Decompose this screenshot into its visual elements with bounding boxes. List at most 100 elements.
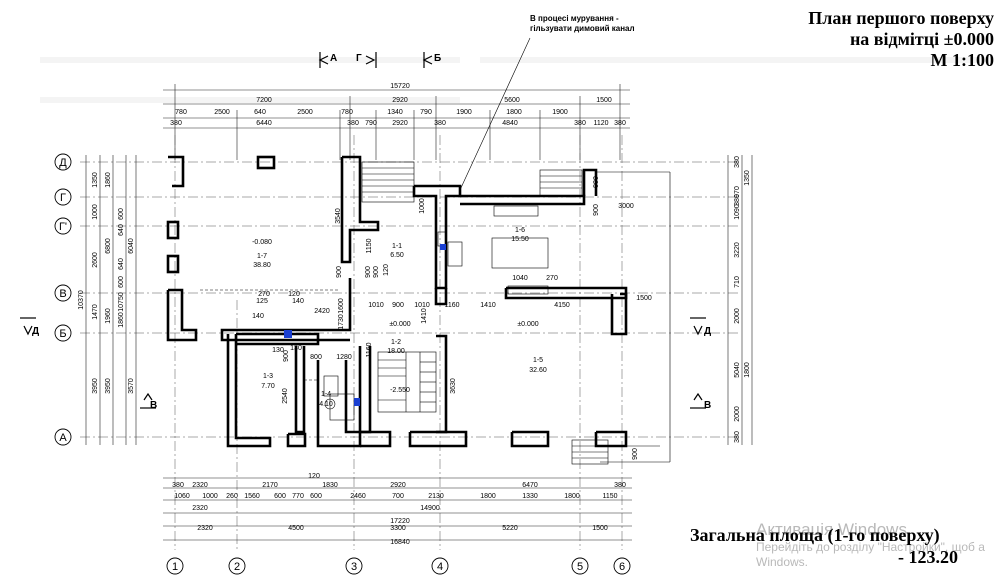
section-labels: А Г Б Д В Д В (32, 53, 711, 411)
dim-label: 710 (734, 276, 741, 288)
dim-label: 7200 (256, 97, 272, 104)
dim-label: 380 (170, 120, 182, 127)
dim-label: 16840 (390, 539, 410, 546)
dim-label: 10750 (118, 292, 125, 312)
axis-col-label: 4 (437, 561, 443, 573)
dim-label: 600 (118, 208, 125, 220)
top-dimension-labels: 15720 7200 2920 5600 1500 780 2500 640 2… (170, 83, 626, 127)
dim-label: 3570 (128, 378, 135, 394)
dim-label: 2170 (262, 482, 278, 489)
section-label: Д (32, 326, 39, 337)
dim-label: 640 (118, 258, 125, 270)
dim-label: 6440 (256, 120, 272, 127)
dim-label: 14900 (420, 505, 440, 512)
dim-label: 120 (383, 264, 390, 276)
axis-row-label: Г' (59, 221, 67, 233)
watermark-line: Windows. (756, 555, 809, 569)
axis-row-label: В (59, 288, 66, 300)
dim-label: 2460 (350, 493, 366, 500)
dim-label: 3630 (450, 378, 457, 394)
dim-label: 10370 (78, 290, 85, 310)
dim-label: 1600 (338, 298, 345, 314)
dim-label: 380 (347, 120, 359, 127)
plan-title-line2: на відмітці ±0.000 (849, 29, 994, 49)
dim-label: 15720 (390, 83, 410, 90)
dim-label: 1000 (202, 493, 218, 500)
dim-label: 1800 (480, 493, 496, 500)
plan-title: План першого поверху на відмітці ±0.000 … (714, 8, 994, 71)
dim-label: 1280 (336, 354, 352, 361)
room-id: 1-1 (392, 243, 402, 250)
dim-label: 380 (734, 156, 741, 168)
dim-label: 790 (365, 120, 377, 127)
bottom-dimension-lines (163, 477, 632, 541)
total-area-label: Загальна площа (1-го поверху) (690, 525, 940, 545)
dim-label: 1800 (506, 109, 522, 116)
row-axis-markers: Д Г Г' В Б А (54, 153, 72, 446)
total-area-value: - 123.20 (898, 547, 958, 567)
dim-label: 780 (341, 109, 353, 116)
section-label: В (704, 400, 711, 411)
room-id: 1-5 (533, 357, 543, 364)
dim-label: 17220 (390, 518, 410, 525)
dim-label: 270 (258, 291, 270, 298)
dim-label: 3540 (335, 208, 342, 224)
section-label: Б (434, 53, 441, 64)
plan-title-scale: М 1:100 (930, 50, 994, 70)
note-line: В процесі мурування - (530, 14, 619, 23)
room-area: 18.00 (387, 348, 405, 355)
dim-label: 1900 (456, 109, 472, 116)
room-id: 1-3 (263, 373, 273, 380)
dim-label: 790 (420, 109, 432, 116)
axis-col-label: 6 (619, 561, 625, 573)
faint-watermark-lines (40, 57, 980, 103)
dim-label: 2540 (282, 388, 289, 404)
dim-label: 3300 (390, 525, 406, 532)
axis-row-label: Б (59, 328, 66, 340)
dim-label: 2920 (392, 97, 408, 104)
dim-label: 1340 (387, 109, 403, 116)
dim-label: 4500 (288, 525, 304, 532)
watermark-line: Перейдіть до розділу "Настройки", щоб а (756, 540, 985, 554)
dim-label: 770 (292, 493, 304, 500)
note-leader (459, 37, 531, 191)
dim-label: 1830 (322, 482, 338, 489)
dim-label: 900 (392, 302, 404, 309)
dim-label: 2920 (392, 120, 408, 127)
dim-label: 1500 (592, 525, 608, 532)
room-area: 15.50 (511, 236, 529, 243)
dim-label: 640 (118, 224, 125, 236)
dim-label: 2320 (192, 505, 208, 512)
section-label: Д (704, 326, 711, 337)
left-dimension-lines (85, 155, 137, 445)
dim-label: 3000 (618, 203, 634, 210)
dim-label: 1010 (414, 302, 430, 309)
dim-label: 140 (252, 313, 264, 320)
dim-label: 700 (392, 493, 404, 500)
section-label: А (330, 53, 337, 64)
dim-label: 380 (734, 194, 741, 206)
dim-label: 270 (546, 275, 558, 282)
dim-label: 1960 (105, 308, 112, 324)
watermark-title: Активація Windows (756, 520, 907, 539)
dim-label: 260 (226, 493, 238, 500)
dim-label: 2420 (314, 308, 330, 315)
dim-label: 380 (734, 431, 741, 443)
chimney-note: В процесі мурування - гільзувати димовий… (530, 14, 660, 34)
dim-label: 1160 (366, 342, 373, 357)
dim-label: 1330 (522, 493, 538, 500)
dim-label: 130 (290, 345, 302, 352)
dim-label: 1160 (444, 302, 459, 309)
dim-label: 900 (336, 266, 343, 278)
axis-row-label: Г (60, 192, 66, 204)
dim-label: 6470 (522, 482, 538, 489)
column-axis-markers: 1 2 3 4 5 6 (166, 557, 631, 575)
axis-col-label: 1 (172, 561, 178, 573)
dim-label: 5040 (734, 362, 741, 378)
room-id: 1-4 (321, 391, 331, 398)
right-dimension-labels: 970 1350 1090 3220 710 2000 5040 2000 18… (734, 156, 751, 443)
axis-row-label: Д (59, 157, 67, 169)
axis-col-label: 3 (351, 561, 357, 573)
dim-label: 1350 (744, 170, 751, 186)
dim-label: 2130 (428, 493, 444, 500)
